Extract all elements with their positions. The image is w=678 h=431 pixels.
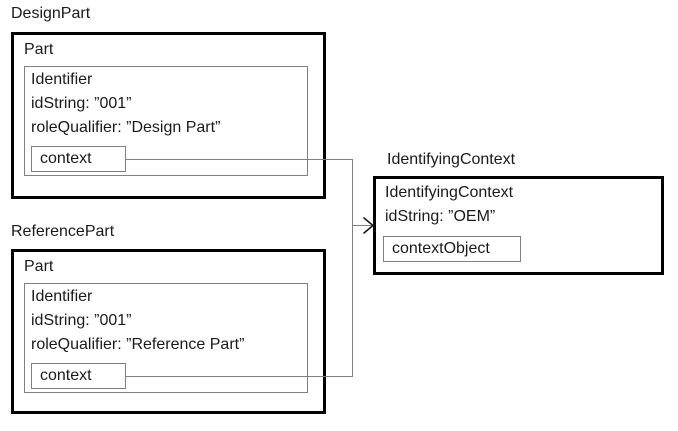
group-title-identifying-context: IdentifyingContext (387, 151, 516, 168)
attribute-rolequalifier-design-part: roleQualifier: ”Design Part” (31, 119, 221, 136)
attribute-idstring-reference-part: idString: ”001” (31, 312, 132, 329)
class-name-identifying-context: IdentifyingContext (385, 184, 514, 201)
slot-context-object[interactable]: contextObject (383, 236, 521, 262)
group-title-reference-part: ReferencePart (11, 223, 115, 240)
connector-reference-part-horizontal-bottom (126, 376, 353, 377)
class-name-reference-part: Part (24, 258, 54, 275)
attribute-idstring-identifying-context: idString: ”OEM” (385, 208, 496, 225)
connector-design-part-vertical (352, 159, 353, 226)
attribute-rolequalifier-reference-part: roleQualifier: ”Reference Part” (31, 336, 245, 353)
connector-shared-horizontal-to-target (352, 225, 373, 226)
slot-context-reference-part[interactable]: context (31, 363, 126, 389)
slot-context-design-part-label: context (40, 150, 92, 167)
compartment-box-reference-part-identifier (24, 283, 308, 393)
compartment-class-name-reference-part: Identifier (31, 288, 93, 305)
slot-context-design-part[interactable]: context (31, 146, 126, 172)
compartment-class-name-design-part: Identifier (31, 71, 93, 88)
group-title-design-part: DesignPart (11, 5, 91, 22)
class-name-design-part: Part (24, 41, 54, 58)
attribute-idstring-design-part: idString: ”001” (31, 95, 132, 112)
object-box-design-part (11, 32, 326, 199)
connector-reference-part-vertical (352, 225, 353, 376)
object-box-reference-part (11, 249, 326, 414)
slot-context-object-label: contextObject (392, 240, 490, 257)
compartment-box-design-part-identifier (24, 66, 308, 176)
slot-context-reference-part-label: context (40, 367, 92, 384)
connector-design-part-horizontal-top (126, 159, 353, 160)
object-box-identifying-context (373, 176, 664, 275)
